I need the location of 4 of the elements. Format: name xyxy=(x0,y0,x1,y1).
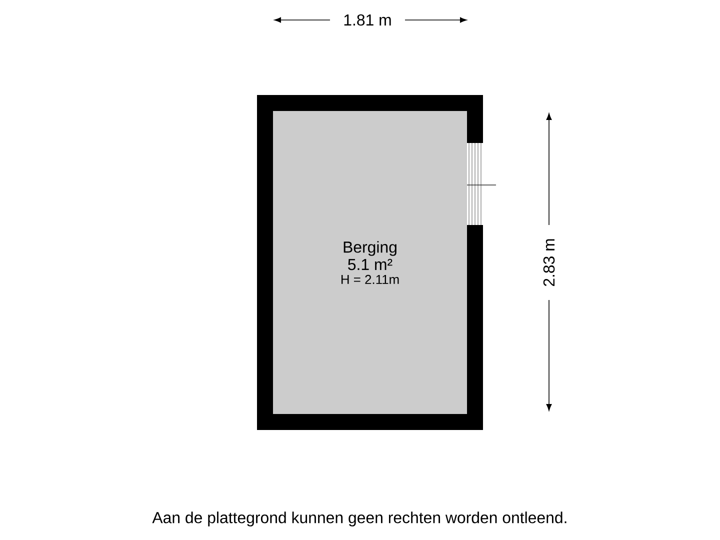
room-floor: Berging 5.1 m² H = 2.11m xyxy=(273,111,467,414)
dimension-label: 1.81 m xyxy=(344,14,391,26)
caption: Aan de plattegrond kunnen geen rechten worden ontleend. xyxy=(152,512,566,526)
dimension-label: 2.83 m xyxy=(543,239,555,286)
